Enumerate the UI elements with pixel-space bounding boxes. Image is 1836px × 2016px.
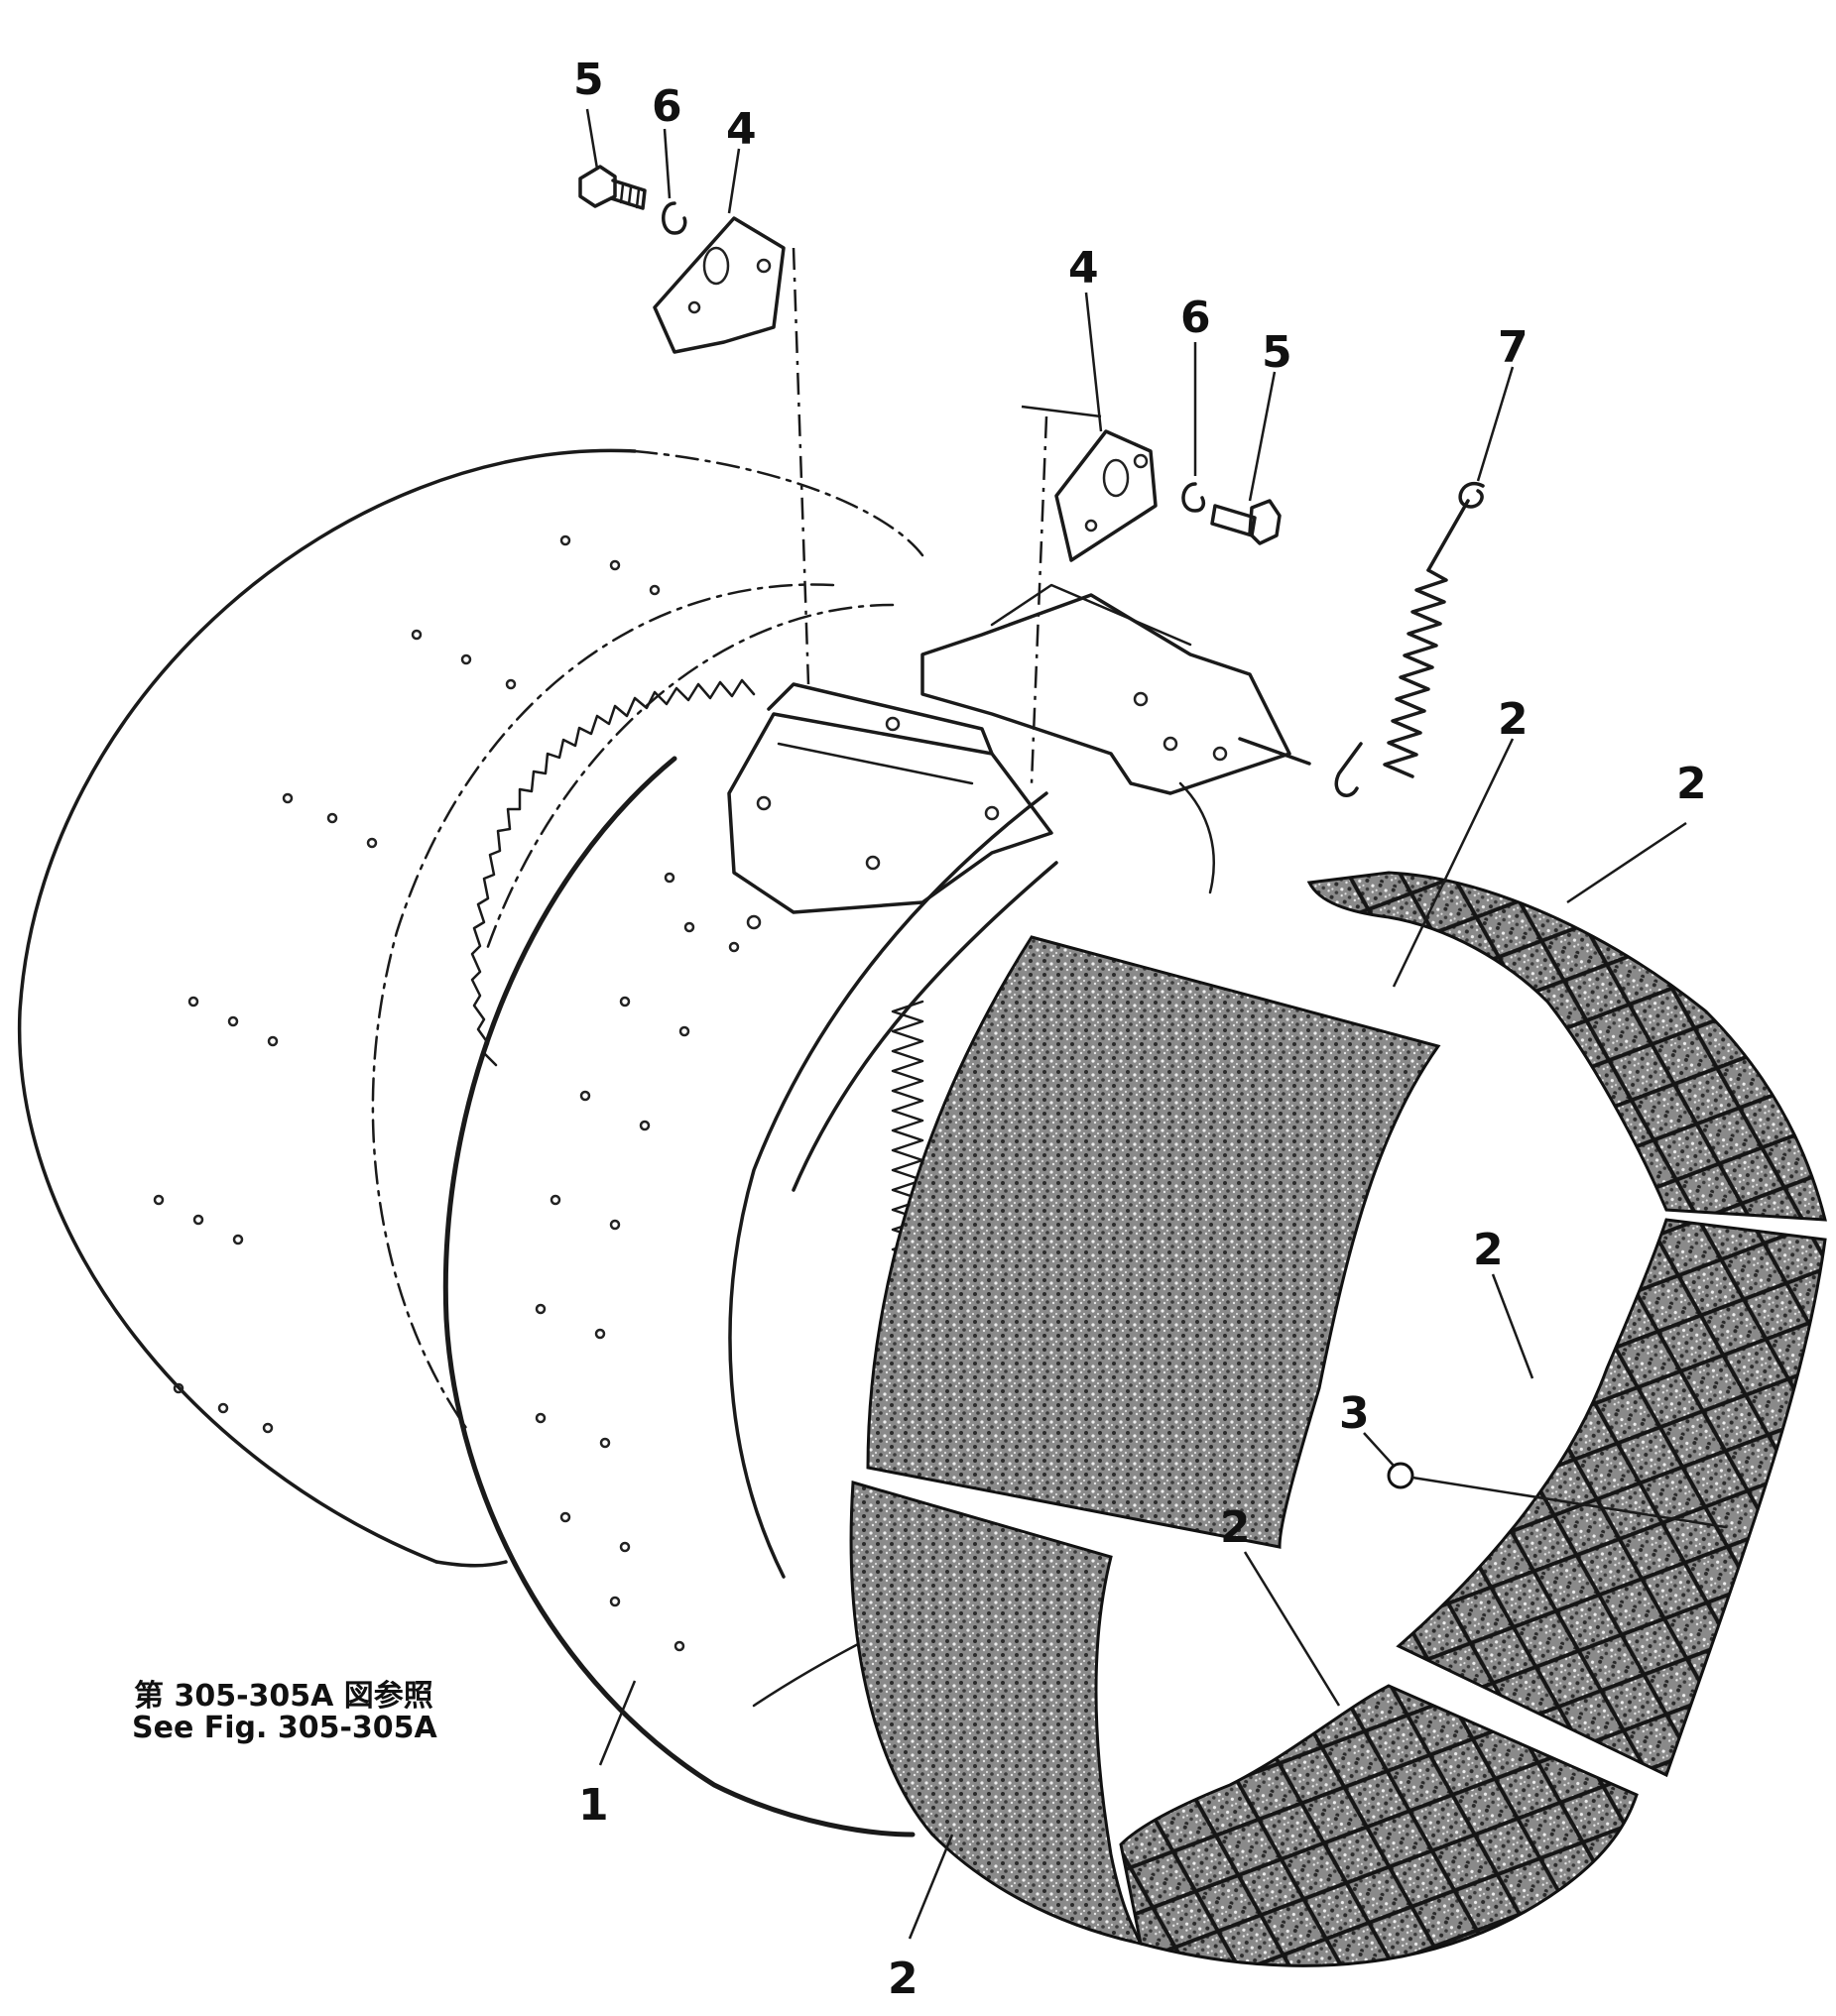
lining-2-lower-left	[849, 1481, 1144, 1947]
reference-jp: 第 305-305A 図参照	[134, 1679, 433, 1714]
leader-lines	[585, 108, 1687, 1940]
spring-7	[1334, 482, 1485, 797]
callout-labels: 5 6 4 4 6 5 7 2 2 2 3 2 1 2	[573, 55, 1707, 2004]
bracket-plate-4-right	[1054, 429, 1158, 562]
callout-1: 1	[578, 1780, 609, 1831]
callout-5-right: 5	[1262, 327, 1292, 378]
bracket-plate-4-left	[653, 216, 786, 354]
callout-2-bottom: 2	[888, 1954, 918, 2004]
callout-2-lower-center: 2	[1220, 1502, 1251, 1553]
figure-reference-note: 第 305-305A 図参照 See Fig. 305-305A	[132, 1679, 438, 1745]
lining-2-bottom	[1119, 1684, 1639, 1967]
callout-4-left: 4	[726, 104, 757, 155]
bolt-5-left	[578, 165, 647, 210]
callout-6-right: 6	[1180, 293, 1211, 343]
rivet-3	[1387, 1462, 1728, 1529]
callout-4-right: 4	[1068, 243, 1099, 294]
callout-5-left: 5	[573, 55, 604, 105]
callout-2-right-middle: 2	[1473, 1225, 1504, 1275]
drum-holes	[153, 534, 661, 1434]
washer-6-left	[662, 201, 687, 235]
lining-2-right-lower	[1396, 1218, 1827, 1778]
lining-2-upper-left	[866, 935, 1441, 1549]
washer-6-right	[1181, 482, 1206, 513]
callout-2-top-center: 2	[1498, 694, 1529, 745]
reference-en: See Fig. 305-305A	[132, 1711, 438, 1745]
band-anchor-left	[727, 682, 1053, 930]
lining-2-right-upper	[1306, 871, 1827, 1222]
bolt-5-right	[1210, 499, 1282, 545]
band-holes	[535, 872, 740, 1652]
band-anchor-right	[920, 583, 1311, 795]
callout-6-left: 6	[652, 81, 682, 132]
callout-3: 3	[1339, 1388, 1370, 1439]
callout-7: 7	[1498, 322, 1529, 373]
callout-2-top-right: 2	[1676, 759, 1707, 809]
gear-teeth	[470, 678, 756, 1067]
brake-drum	[17, 448, 924, 1568]
